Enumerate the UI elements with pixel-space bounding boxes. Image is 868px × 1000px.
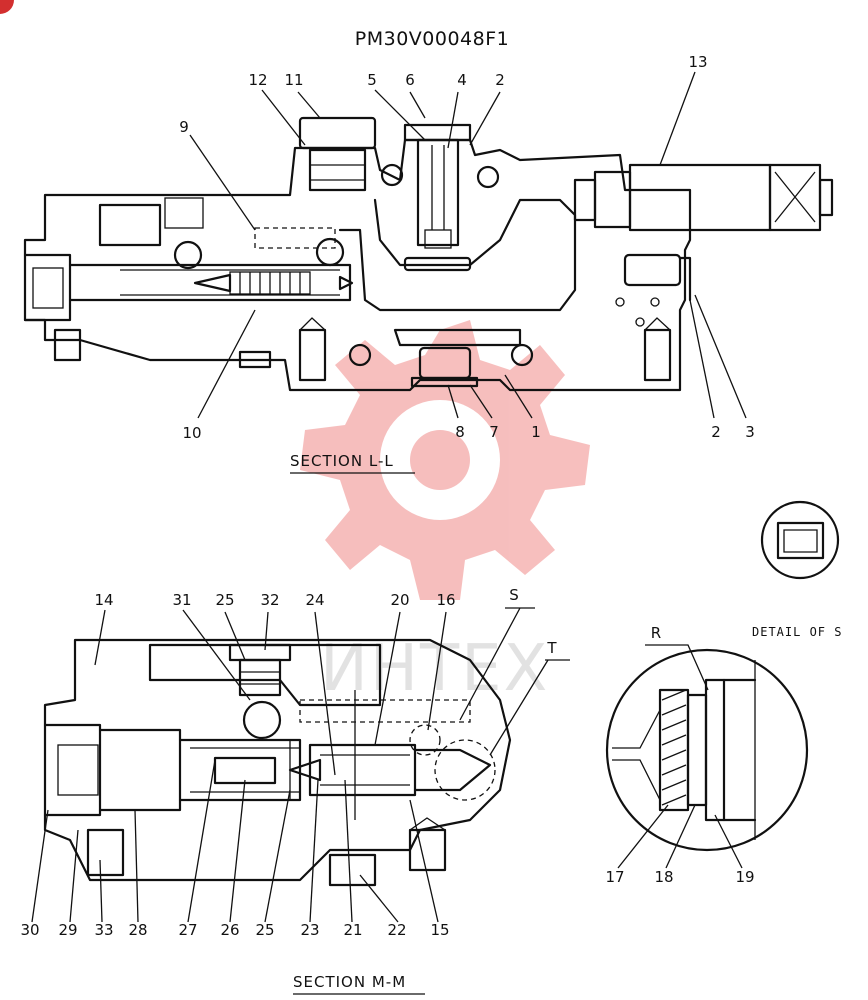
callout-detail-18: 18 — [654, 868, 673, 886]
callout-mm-24: 24 — [305, 591, 324, 609]
section-mm-title: SECTION M-M — [293, 973, 406, 991]
detail-s-thumbnail — [760, 500, 840, 580]
callout-mm-28: 28 — [128, 921, 147, 939]
detail-s-drawing — [605, 648, 809, 852]
callout-mm-22: 22 — [387, 921, 406, 939]
callout-mm-26: 26 — [220, 921, 239, 939]
section-ll-title: SECTION L-L — [290, 452, 394, 470]
callout-ll-9: 9 — [179, 118, 189, 136]
callout-mm-21: 21 — [343, 921, 362, 939]
callout-detail-19: 19 — [735, 868, 754, 886]
callout-ll-7: 7 — [489, 423, 499, 441]
callout-mm-30: 30 — [20, 921, 39, 939]
callout-mm-29: 29 — [58, 921, 77, 939]
callout-ll-8: 8 — [455, 423, 465, 441]
callout-ll-3: 3 — [745, 423, 755, 441]
section-ll-leaders — [189, 71, 747, 419]
callout-mm-25b: 25 — [255, 921, 274, 939]
callout-ll-10: 10 — [182, 424, 201, 442]
callout-ll-2: 2 — [495, 71, 505, 89]
detail-s-label-r: R — [651, 624, 661, 642]
section-ll-drawing — [23, 116, 834, 392]
callout-ll-12: 12 — [248, 71, 267, 89]
callout-mm-31: 31 — [172, 591, 191, 609]
callout-mm-14: 14 — [94, 591, 113, 609]
callout-mm-s: S — [509, 586, 519, 604]
callout-mm-32: 32 — [260, 591, 279, 609]
section-mm-leaders — [31, 607, 570, 923]
callout-ll-2b: 2 — [711, 423, 721, 441]
section-mm-drawing — [43, 638, 512, 887]
callout-ll-1: 1 — [531, 423, 541, 441]
callout-ll-4: 4 — [457, 71, 467, 89]
callout-detail-17: 17 — [605, 868, 624, 886]
callout-mm-15: 15 — [430, 921, 449, 939]
callout-mm-16: 16 — [436, 591, 455, 609]
callout-mm-23: 23 — [300, 921, 319, 939]
callout-ll-5: 5 — [367, 71, 377, 89]
section-ll-callouts: 12 11 5 6 4 2 13 9 10 8 7 1 2 3 — [179, 53, 755, 442]
detail-s-leaders — [617, 644, 743, 869]
callout-mm-25: 25 — [215, 591, 234, 609]
corner-marker — [0, 0, 14, 14]
detail-s-title: DETAIL OF S — [752, 625, 842, 639]
drawing-id: PM30V00048F1 — [355, 28, 509, 50]
callout-ll-6: 6 — [405, 71, 415, 89]
section-mm-callouts: 14 31 25 32 24 20 16 S T 30 29 33 28 27 … — [20, 586, 557, 939]
callout-ll-11: 11 — [284, 71, 303, 89]
callout-mm-20: 20 — [390, 591, 409, 609]
callout-mm-t: T — [546, 639, 557, 657]
callout-mm-33: 33 — [94, 921, 113, 939]
callout-ll-13: 13 — [688, 53, 707, 71]
callout-mm-27: 27 — [178, 921, 197, 939]
